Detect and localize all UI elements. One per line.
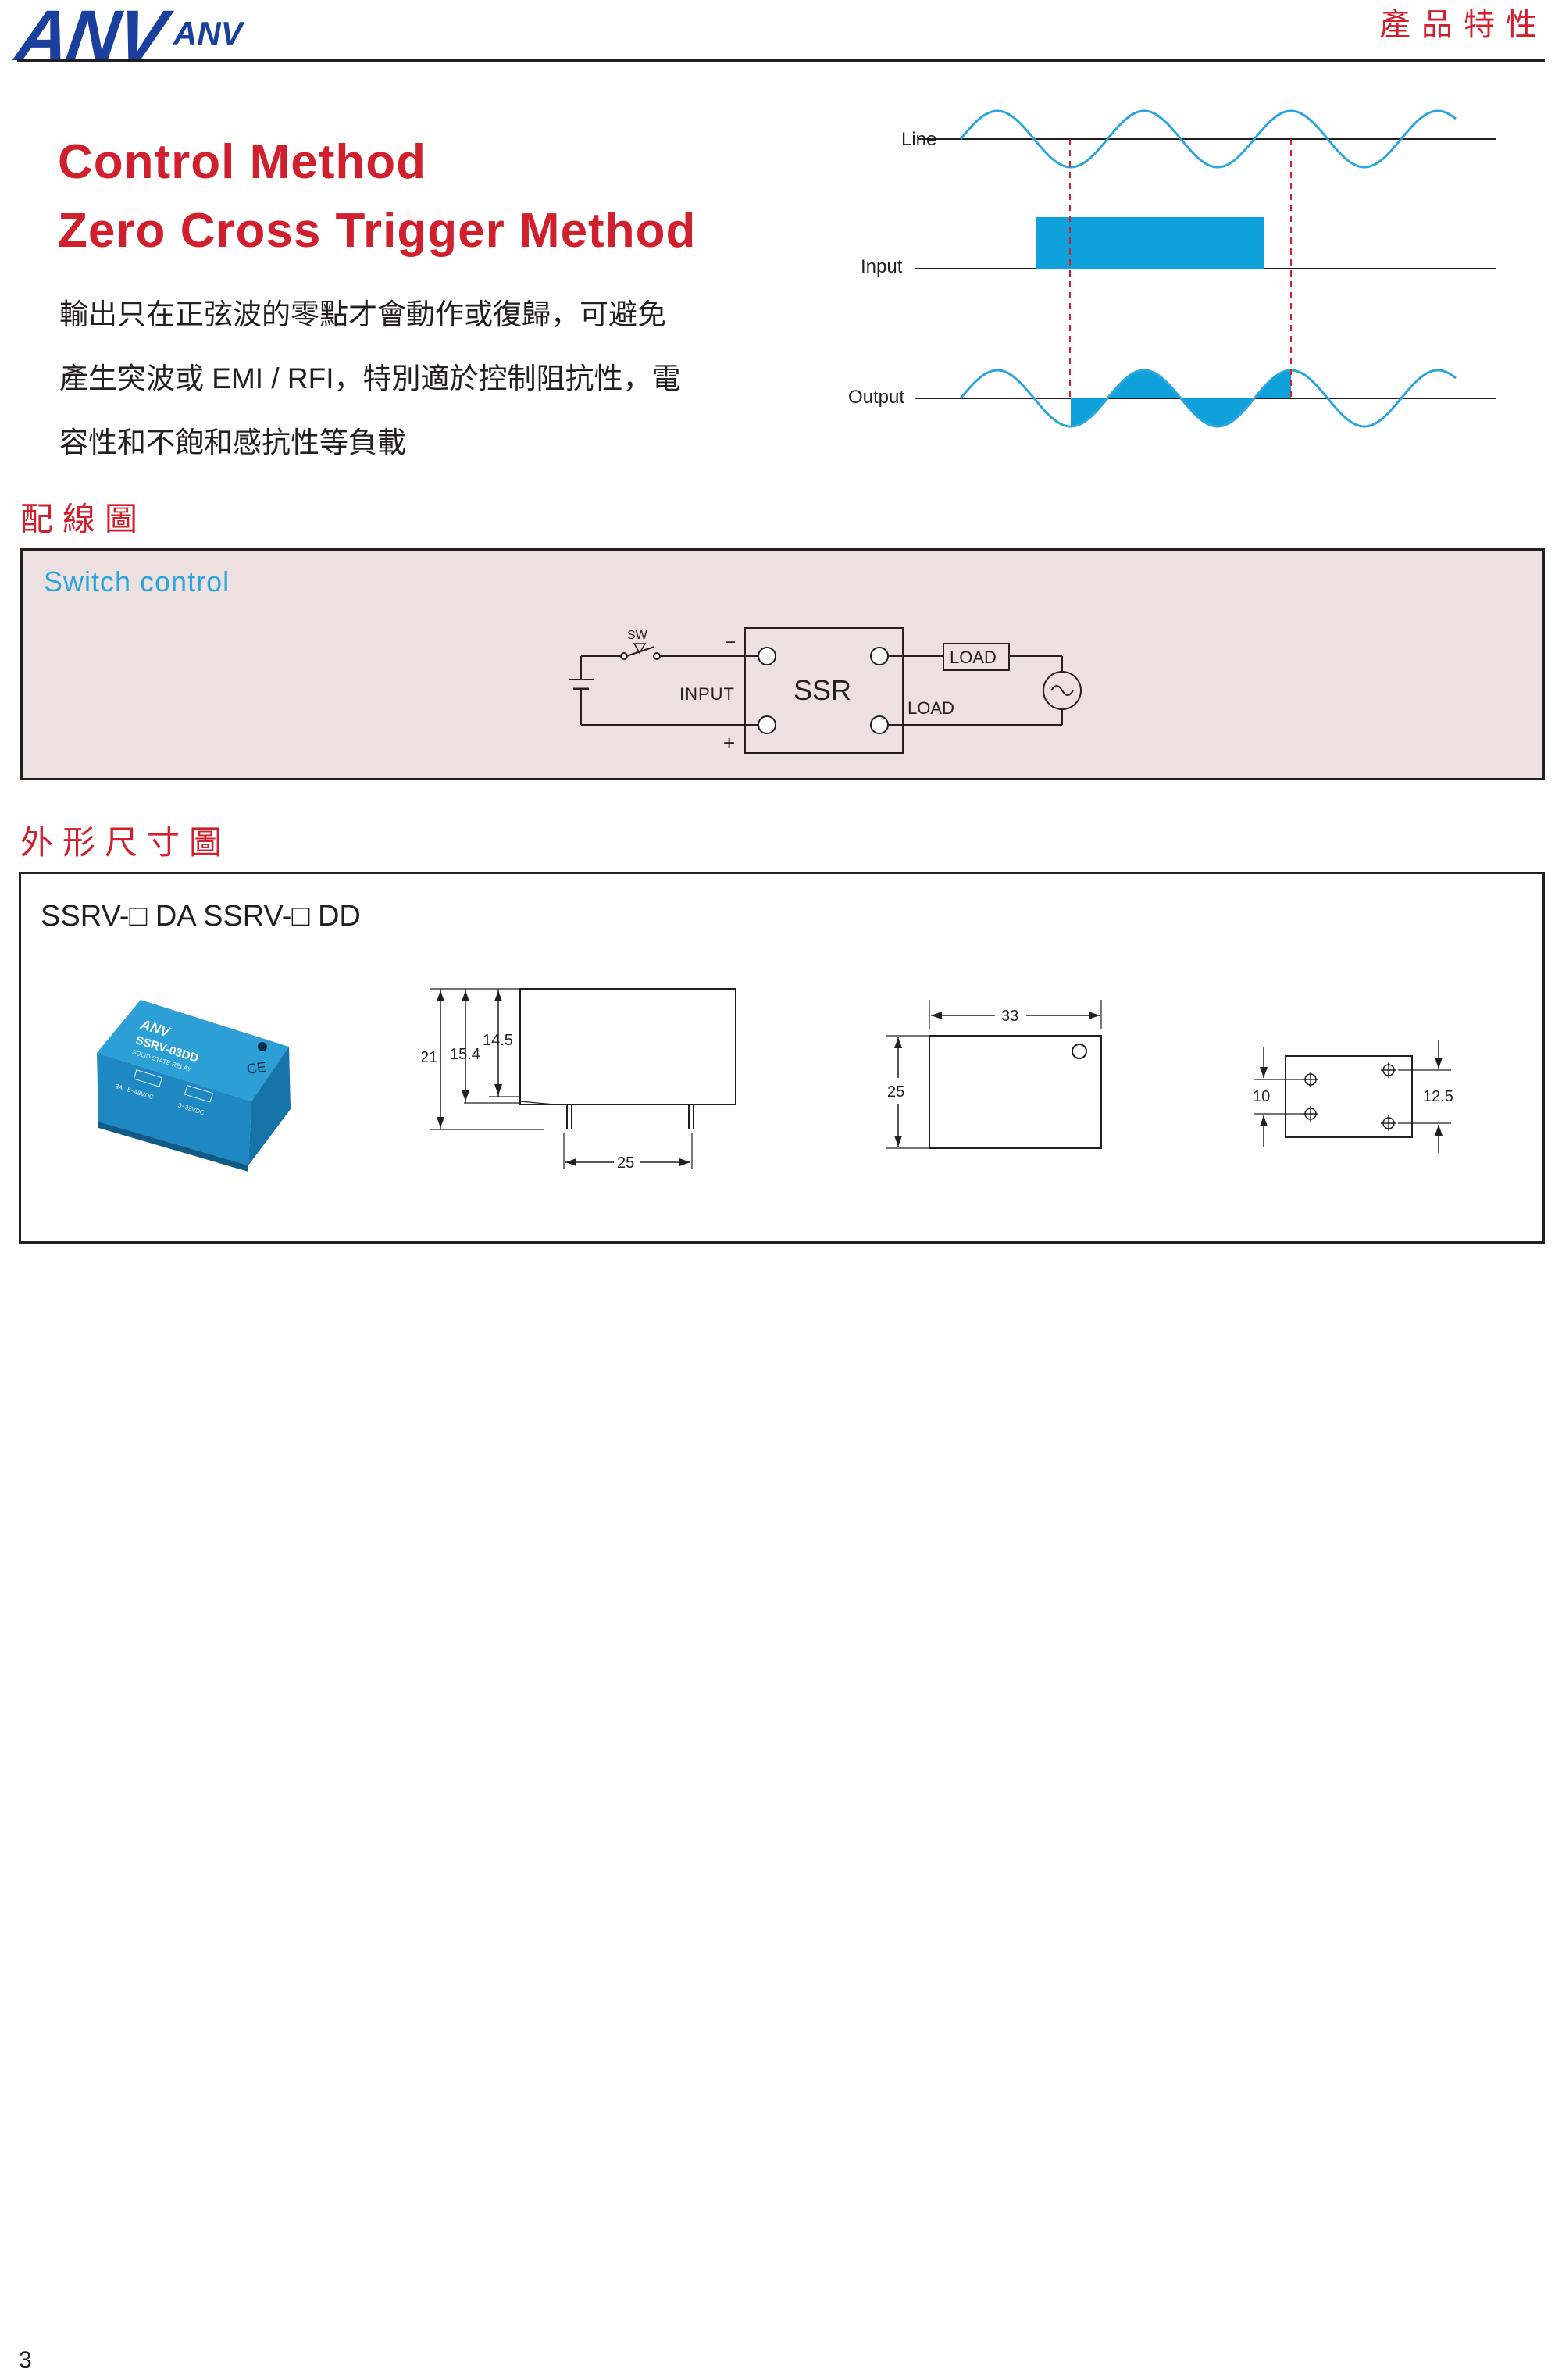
pin-mark xyxy=(1381,1062,1396,1078)
dim-12-5: 12.5 xyxy=(1423,1088,1453,1105)
indicator-hole xyxy=(1072,1044,1087,1059)
pin-layout-drawing: 10 12.5 xyxy=(1253,1040,1453,1153)
input-label: INPUT xyxy=(679,684,735,704)
arrow-up-icon xyxy=(437,990,444,1001)
arrow-up-icon xyxy=(1260,1115,1268,1126)
dim-25-height: 25 xyxy=(887,1083,904,1101)
model-label: SSRV-□ DA SSRV-□ DD xyxy=(41,900,361,933)
switch-contact xyxy=(653,652,661,660)
relay-side-face xyxy=(248,1047,291,1165)
arrow-down-icon xyxy=(1260,1067,1268,1078)
photo-indicator xyxy=(258,1042,267,1051)
arrow-up-icon xyxy=(494,990,502,1001)
photo-rating: 3A xyxy=(114,1083,124,1092)
ssr-label: SSR xyxy=(793,674,851,706)
switch-contact xyxy=(620,652,628,660)
dim-33: 33 xyxy=(1001,1008,1018,1025)
switch-control-label: Switch control xyxy=(44,566,230,598)
page-category-title: 產品特性 xyxy=(1379,8,1548,42)
input-label: Input xyxy=(861,256,903,277)
dim-10: 10 xyxy=(1253,1088,1270,1105)
control-method-title: Control Method Zero Cross Trigger Method xyxy=(58,128,696,266)
terminal-load-2 xyxy=(870,715,889,734)
photo-label-box xyxy=(133,1069,163,1087)
photo-ce-mark: CE xyxy=(246,1059,268,1077)
arrow-up-icon xyxy=(894,1037,902,1048)
pin-mark xyxy=(1303,1072,1318,1087)
relay-top-face xyxy=(97,1000,289,1101)
control-method-description: 輸出只在正弦波的零點才會動作或復歸，可避免 產生突波或 EMI / RFI，特別… xyxy=(59,283,762,475)
output-sine-wave xyxy=(959,369,1457,428)
side-view-drawing: 21 15.4 14.5 25 xyxy=(422,988,736,1172)
top-view-drawing: 33 25 xyxy=(886,1000,1102,1149)
arrow-down-icon xyxy=(462,1090,469,1101)
input-signal-pulse xyxy=(1036,217,1264,269)
dim-15-4: 15.4 xyxy=(450,1046,480,1063)
dim-line xyxy=(519,1101,555,1105)
control-method-title-line2: Zero Cross Trigger Method xyxy=(58,204,697,259)
sw-label: SW xyxy=(627,629,648,642)
arrow-down-icon xyxy=(437,1117,444,1128)
dimensions-heading: 外形尺寸圖 xyxy=(20,824,232,861)
minus-sign: − xyxy=(725,632,736,653)
arrow-down-icon xyxy=(494,1084,502,1095)
header-divider xyxy=(17,59,1545,62)
pin-mark xyxy=(1381,1115,1396,1131)
arrow-right-icon xyxy=(1089,1012,1100,1019)
arrow-right-icon xyxy=(679,1158,690,1166)
switch-control-circuit: SSR − + INPUT SW LOAD LOAD xyxy=(569,627,1082,755)
page-number: 3 xyxy=(19,2347,32,2373)
description-line: 產生突波或 EMI / RFI，特別適於控制阻抗性，電 xyxy=(59,362,681,394)
output-label: Output xyxy=(848,387,904,408)
dim-25-width: 25 xyxy=(617,1154,634,1172)
description-line: 輸出只在正弦波的零點才會動作或復歸，可避免 xyxy=(59,298,666,330)
dim-14-5: 14.5 xyxy=(483,1032,513,1049)
arrow-up-icon xyxy=(462,990,469,1001)
terminal-input-minus xyxy=(758,647,776,665)
relay-base xyxy=(98,1122,248,1172)
photo-label-box xyxy=(184,1084,214,1103)
relay-body-outline xyxy=(519,988,736,1105)
control-method-title-line1: Control Method xyxy=(58,135,427,189)
arrow-down-icon xyxy=(894,1136,902,1147)
load-label: LOAD xyxy=(908,698,954,718)
wiring-diagram-heading: 配線圖 xyxy=(20,501,148,537)
plus-sign: + xyxy=(723,731,735,755)
pin-layout-outline xyxy=(1285,1055,1413,1138)
dim-21: 21 xyxy=(422,1049,437,1066)
arrow-left-icon xyxy=(931,1012,942,1019)
load-box-label: LOAD xyxy=(950,648,997,667)
switch-icon xyxy=(633,643,647,655)
wiring-diagram-panel xyxy=(20,548,1545,780)
product-photo: ANV SSRV-03DD SOLID STATE RELAY 3A 5~48V… xyxy=(97,1000,291,1172)
ac-source-icon xyxy=(1050,685,1074,696)
ssr-block xyxy=(744,627,904,754)
zero-cross-waveform-diagram: Line Input Output xyxy=(848,109,1496,428)
terminal-input-plus xyxy=(758,715,776,734)
relay-front-face xyxy=(97,1053,251,1165)
arrow-up-icon xyxy=(1435,1125,1443,1136)
line-sine-wave xyxy=(959,109,1457,169)
relay-top-outline xyxy=(929,1035,1102,1149)
terminal-load-1 xyxy=(870,647,889,665)
brand-logo-small: ANV xyxy=(173,15,243,52)
pin-mark xyxy=(1303,1106,1318,1122)
description-line: 容性和不飽和感抗性等負載 xyxy=(59,426,406,459)
arrow-down-icon xyxy=(1435,1058,1443,1069)
arrow-left-icon xyxy=(565,1158,576,1166)
